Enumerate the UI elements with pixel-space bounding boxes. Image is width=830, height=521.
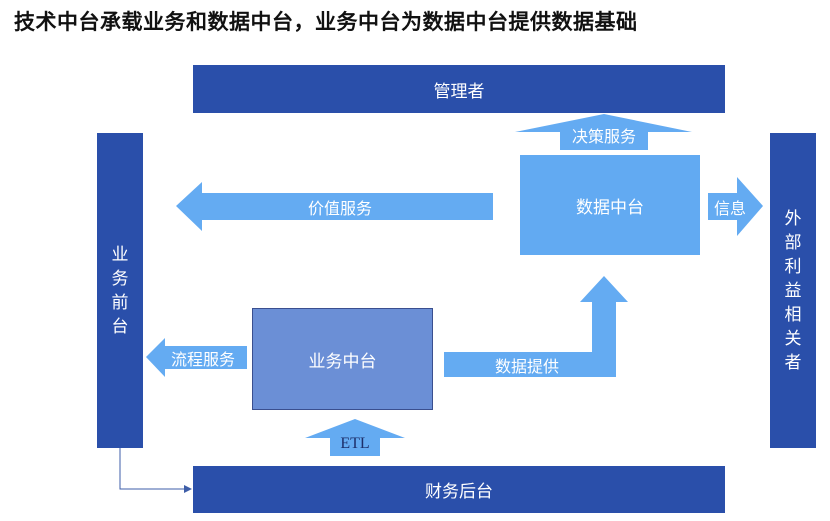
management-block: 管理者 (193, 65, 725, 113)
external-stakeholders-label: 外部利益相关者 (784, 208, 802, 373)
business-front-block: 业务前台 (97, 133, 143, 448)
finance-backend-block: 财务后台 (193, 466, 725, 513)
business-platform-label: 业务中台 (308, 351, 377, 372)
process-service-label: 流程服务 (170, 349, 235, 369)
data-platform-label: 数据中台 (576, 197, 644, 218)
front-to-finance-connector (119, 448, 185, 490)
information-arrow (708, 177, 763, 236)
page-title: 技术中台承载业务和数据中台，业务中台为数据中台提供数据基础 (14, 10, 638, 34)
data-platform-block: 数据中台 (520, 155, 700, 255)
business-platform-block: 业务中台 (252, 308, 433, 410)
process-service-arrow (146, 338, 247, 377)
management-label: 管理者 (433, 81, 485, 102)
value-service-arrow (176, 182, 493, 231)
finance-backend-label: 财务后台 (425, 482, 493, 502)
external-stakeholders-block: 外部利益相关者 (770, 133, 816, 448)
etl-arrow (305, 419, 405, 456)
business-front-label: 业务前台 (111, 244, 129, 337)
data-supply-arrow (444, 276, 628, 377)
decision-service-arrow (515, 114, 692, 150)
information-label: 信息 (713, 198, 746, 218)
value-service-label: 价值服务 (307, 198, 372, 218)
data-supply-label: 数据提供 (494, 356, 559, 376)
connector-arrowhead (184, 485, 192, 493)
etl-label: ETL (340, 435, 370, 452)
decision-service-label: 决策服务 (571, 127, 636, 146)
